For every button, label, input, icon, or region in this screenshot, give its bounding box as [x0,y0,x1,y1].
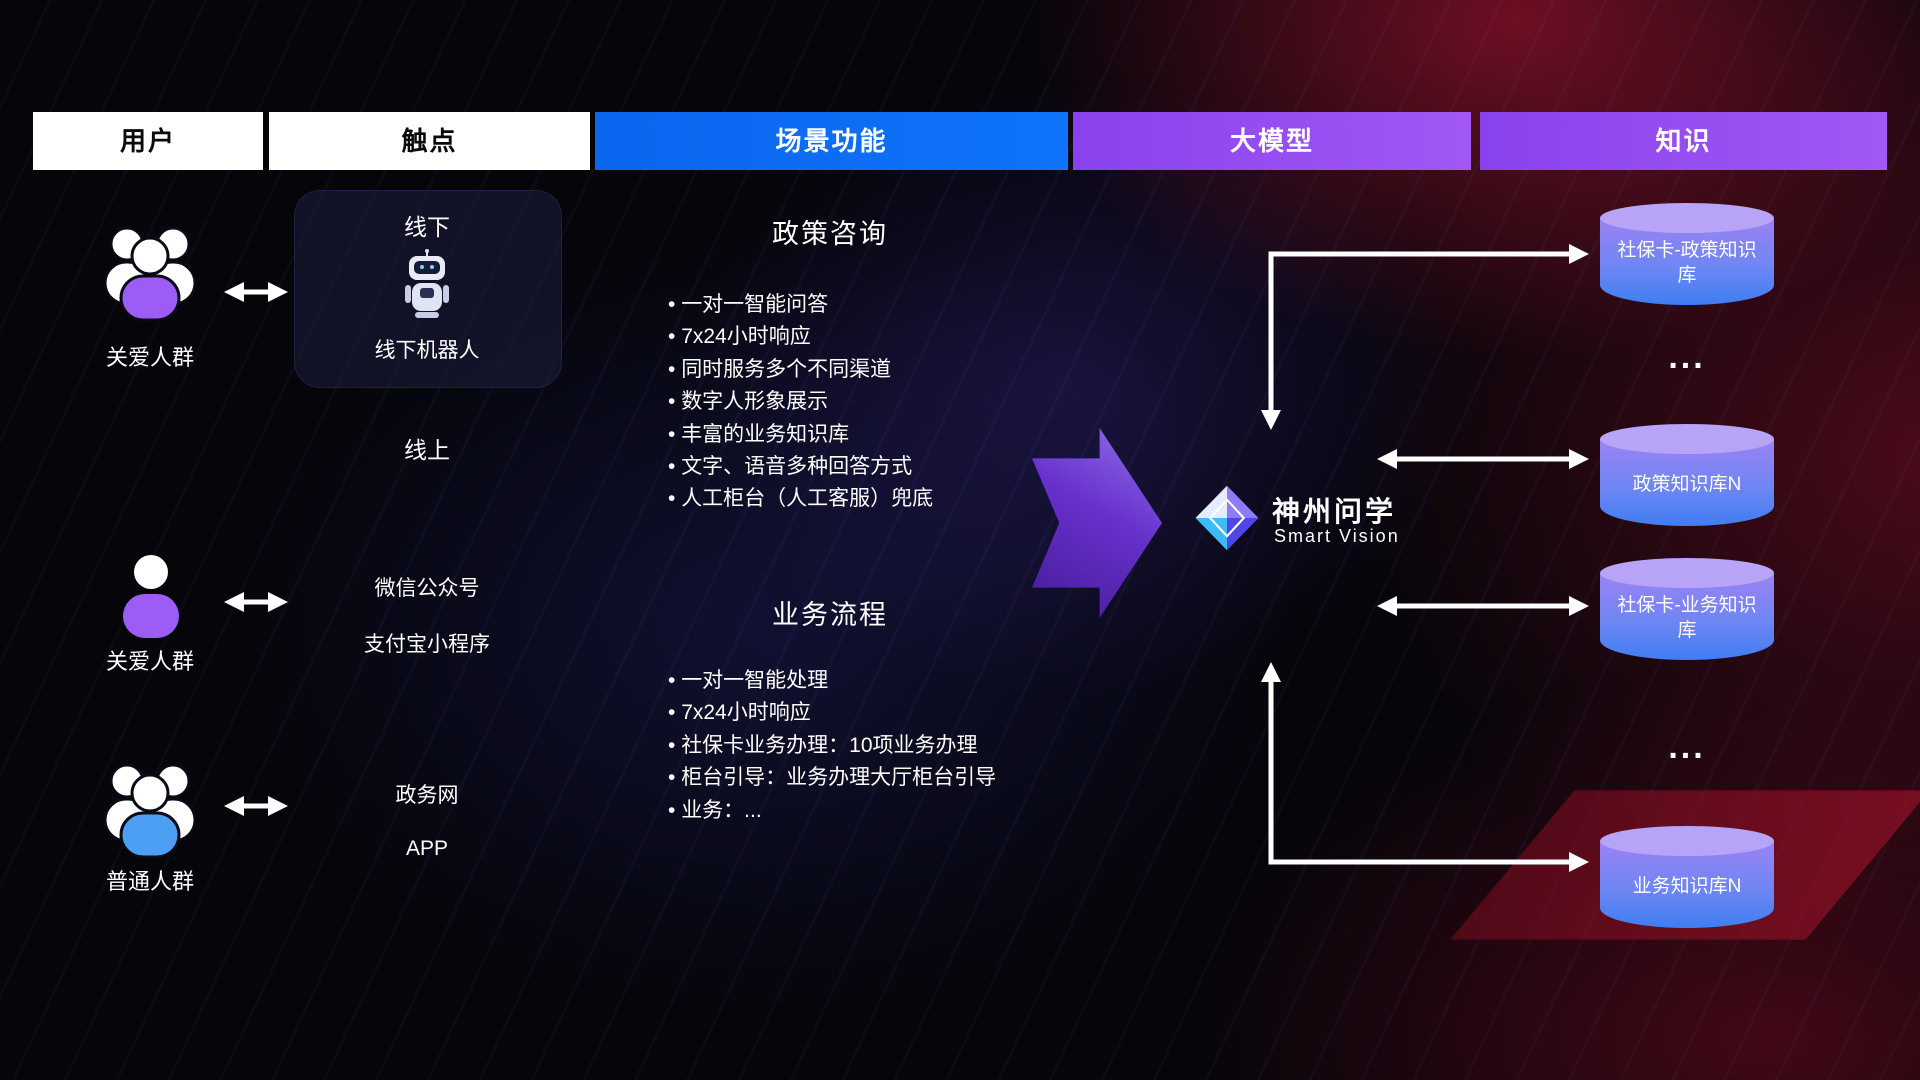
database-label: 政策知识库N [1632,473,1742,495]
list-item: 7x24小时响应 [668,697,1098,729]
online-title: 线上 [404,437,450,463]
ellipsis-bottom: ... [1668,728,1706,766]
list-item: 文字、语音多种回答方式 [668,451,1098,483]
header-model: 大模型 [1073,112,1471,170]
list-item: 一对一智能问答 [668,289,1098,321]
ellipsis-top: ... [1668,338,1706,376]
database-label: 业务知识库N [1632,875,1742,897]
user-group-1-label: 关爱人群 [105,345,194,370]
database-icon: 社保卡-业务知识库 [1600,558,1774,660]
list-item: 7x24小时响应 [668,321,1098,353]
list-item: 数字人形象展示 [668,386,1098,418]
header-knowledge: 知识 [1480,112,1887,170]
user-group-3-label: 普通人群 [105,869,194,894]
group-purple-icon [103,226,197,322]
scenario-business-list: 一对一智能处理 7x24小时响应 社保卡业务办理：10项业务办理 柜台引导：业务… [668,665,1098,827]
scenario-title-policy: 政策咨询 [772,219,888,249]
list-item: 丰富的业务知识库 [668,419,1098,451]
database-label: 社保卡-政策知识库 [1617,240,1757,286]
database-top [1600,203,1774,233]
user-group-2-label: 关爱人群 [105,649,194,674]
model-subtitle: Smart Vision [1274,526,1400,546]
header-touchpoint: 触点 [269,112,590,170]
offline-robot-label: 线下机器人 [374,339,480,362]
list-item: 业务：... [668,795,1098,827]
channel-gov: 政务网 [395,784,459,807]
channel-app: APP [405,837,449,860]
database-icon: 社保卡-政策知识库 [1600,203,1774,305]
list-item: 柜台引导：业务办理大厅柜台引导 [668,762,1098,794]
list-item: 社保卡业务办理：10项业务办理 [668,730,1098,762]
robot-icon [405,249,449,318]
header-users: 用户 [33,112,263,170]
person-purple-icon [123,555,179,638]
channel-wechat: 微信公众号 [374,577,480,600]
list-item: 人工柜台（人工客服）兜底 [668,483,1098,515]
header-scenario: 场景功能 [595,112,1068,170]
database-top [1600,558,1774,588]
database-top [1600,424,1774,454]
offline-title: 线下 [404,214,450,240]
scenario-title-business: 业务流程 [772,600,888,630]
model-name: 神州问学 [1272,496,1397,527]
group-blue-icon [103,763,197,859]
database-icon: 业务知识库N [1600,826,1774,928]
channel-alipay: 支付宝小程序 [364,633,490,656]
scenario-policy-list: 一对一智能问答 7x24小时响应 同时服务多个不同渠道 数字人形象展示 丰富的业… [668,289,1098,516]
list-item: 一对一智能处理 [668,665,1098,697]
database-label: 社保卡-业务知识库 [1617,595,1757,641]
database-top [1600,826,1774,856]
list-item: 同时服务多个不同渠道 [668,354,1098,386]
database-icon: 政策知识库N [1600,424,1774,526]
logo-diamond-icon [1195,485,1259,551]
